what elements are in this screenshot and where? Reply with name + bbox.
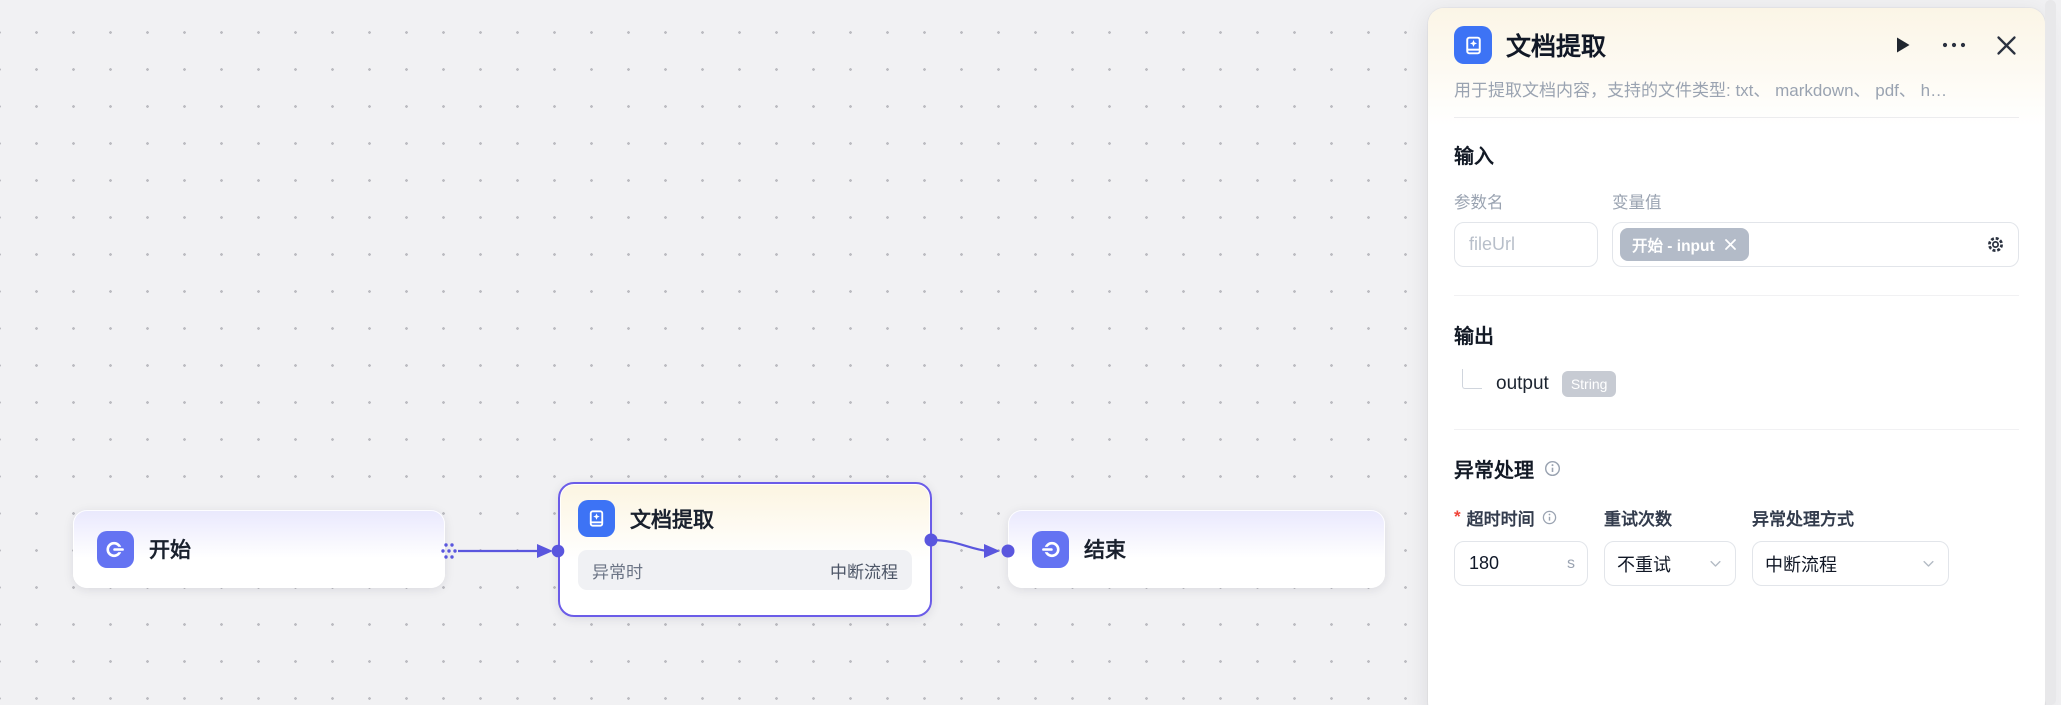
node-doc-error-strategy: 异常时 中断流程 xyxy=(578,550,912,590)
output-variable-name: output xyxy=(1496,373,1549,394)
chevron-down-icon xyxy=(1923,560,1934,567)
panel-header: 文档提取 xyxy=(1454,8,2019,64)
error-when-label: 异常时 xyxy=(592,562,643,582)
settings-gear-icon[interactable] xyxy=(1985,234,2006,255)
retry-value: 不重试 xyxy=(1617,554,1671,575)
output-section: 输出 output String xyxy=(1454,296,2019,430)
exception-section: 异常处理 * 超时时间 s xyxy=(1454,430,2019,586)
param-name-label: 参数名 xyxy=(1454,194,1504,212)
panel-node-icon xyxy=(1454,26,1492,64)
error-handle-label: 异常处理方式 xyxy=(1752,509,1854,529)
error-handle-value: 中断流程 xyxy=(1765,554,1837,575)
exception-info-icon[interactable] xyxy=(1543,459,1562,478)
retry-select[interactable]: 不重试 xyxy=(1604,541,1736,586)
ellipsis-icon xyxy=(1942,42,1966,48)
input-heading: 输入 xyxy=(1454,146,1494,168)
timeout-info-icon[interactable] xyxy=(1541,509,1558,526)
variable-tag-label: 开始 - input xyxy=(1632,237,1715,255)
output-heading: 输出 xyxy=(1454,326,1494,348)
node-config-panel: 文档提取 用于提取文档内容，支持的文件类型: txt、 markdown、 pd… xyxy=(1428,8,2045,705)
output-variable-row: output String xyxy=(1454,369,2019,399)
tag-remove-icon[interactable] xyxy=(1724,238,1737,251)
exception-heading: 异常处理 xyxy=(1454,460,1534,482)
variable-tag[interactable]: 开始 - input xyxy=(1620,228,1749,261)
tree-connector xyxy=(1462,369,1482,389)
timeout-label: 超时时间 xyxy=(1466,509,1535,529)
node-doc-title: 文档提取 xyxy=(630,508,714,532)
error-handle-select[interactable]: 中断流程 xyxy=(1752,541,1949,586)
end-icon xyxy=(1032,530,1069,568)
start-icon xyxy=(97,530,134,568)
output-type-badge: String xyxy=(1561,371,1617,397)
node-description: 用于提取文档内容，支持的文件类型: txt、 markdown、 pdf、 h… xyxy=(1454,76,2019,118)
panel-title: 文档提取 xyxy=(1506,33,1607,61)
page-scrollbar[interactable] xyxy=(2045,0,2056,705)
run-button[interactable] xyxy=(1889,32,1915,58)
node-start[interactable]: 开始 xyxy=(73,510,445,588)
timeout-unit: s xyxy=(1567,554,1575,572)
chevron-down-icon xyxy=(1710,560,1721,567)
close-button[interactable] xyxy=(1993,32,2019,58)
more-button[interactable] xyxy=(1941,32,1967,58)
play-icon xyxy=(1896,37,1909,53)
required-asterisk: * xyxy=(1454,507,1461,526)
doc-extractor-icon xyxy=(578,500,615,537)
node-start-title: 开始 xyxy=(149,539,191,562)
retry-label: 重试次数 xyxy=(1604,509,1672,529)
node-end-title: 结束 xyxy=(1084,539,1126,562)
variable-value-label: 变量值 xyxy=(1612,194,1662,212)
node-end[interactable]: 结束 xyxy=(1008,510,1385,588)
error-action-value: 中断流程 xyxy=(830,562,898,582)
variable-value-field[interactable]: 开始 - input xyxy=(1612,222,2019,267)
param-name-input[interactable] xyxy=(1454,222,1598,267)
node-doc-extractor[interactable]: 文档提取 异常时 中断流程 xyxy=(558,482,932,617)
timeout-input[interactable] xyxy=(1454,541,1588,586)
input-section: 输入 参数名 变量值 开始 - input xyxy=(1454,118,2019,296)
close-icon xyxy=(1996,35,2016,55)
